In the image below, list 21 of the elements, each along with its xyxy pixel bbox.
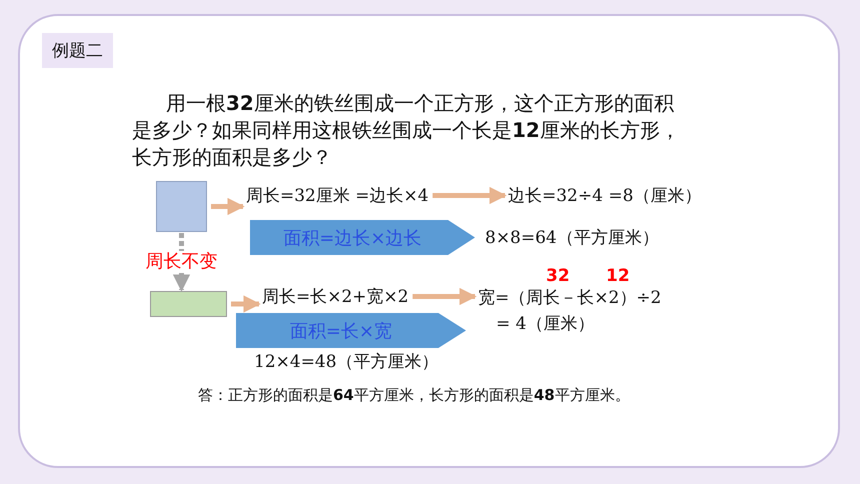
formula-text: 周长=长×2+宽×2: [262, 285, 409, 308]
substituted-value: 12: [606, 266, 630, 286]
example-tag: 例题二: [42, 33, 113, 68]
substituted-value: 32: [546, 266, 570, 286]
formula-text: 8×8=64（平方厘米）: [485, 227, 659, 249]
problem-text: 用一根32厘米的铁丝围成一个正方形，这个正方形的面积是多少？如果同样用这根铁丝围成一个长是12厘米的长方形，长方形的面积是多少？: [132, 90, 680, 171]
formula-text: 宽=（周长－长×2）÷2: [478, 287, 662, 310]
arrow-banner: 面积=边长×边长: [250, 220, 475, 255]
arrow: [211, 198, 245, 216]
arrow: [412, 288, 477, 306]
arrow: [231, 295, 261, 313]
arrow-banner: 面积=长×宽: [236, 313, 466, 348]
formula-text: 周长=32厘米 =边长×4: [246, 184, 429, 207]
arrow: [432, 186, 507, 204]
square-shape: [156, 181, 207, 232]
answer-text: 答：正方形的面积是64平方厘米，长方形的面积是48平方厘米。: [198, 386, 630, 405]
formula-text: 12×4=48（平方厘米）: [254, 351, 439, 373]
formula-text: = 4（厘米）: [496, 313, 594, 336]
edge-label: 周长不变: [144, 250, 218, 272]
formula-text: 边长=32÷4 =8（厘米）: [508, 184, 702, 207]
rectangle-shape: [150, 291, 227, 317]
